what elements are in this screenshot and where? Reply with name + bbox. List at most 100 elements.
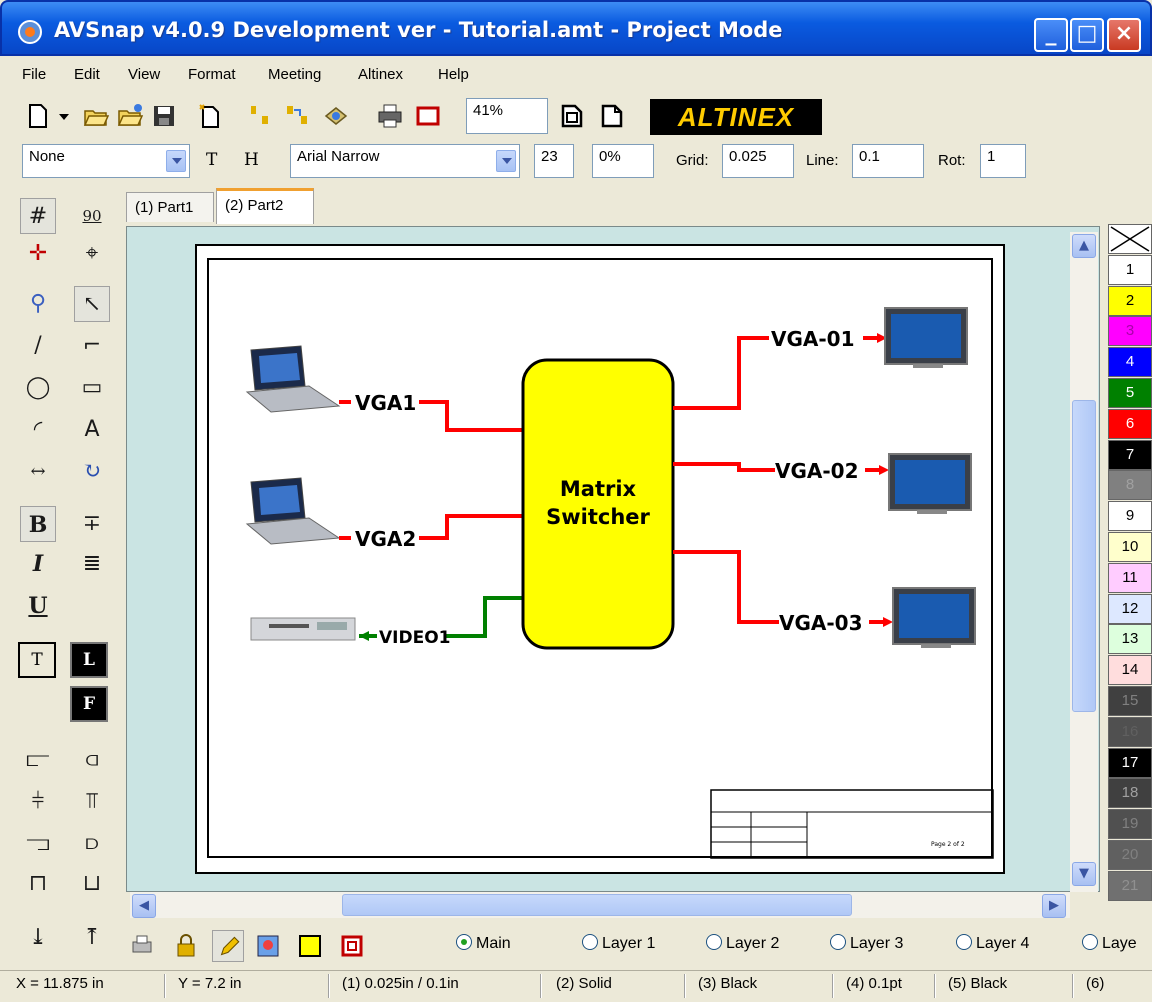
color-swatch-11[interactable]: 11 <box>1108 563 1152 593</box>
distribute-h-icon[interactable]: ⊓ <box>28 871 48 896</box>
color-swatch-17[interactable]: 17 <box>1108 748 1152 778</box>
scroll-up-button[interactable]: ▲ <box>1072 234 1096 258</box>
crosshair-icon[interactable]: ✛ <box>28 241 48 266</box>
horizontal-scroll-thumb[interactable] <box>342 894 852 916</box>
align-top-icon[interactable]: ⫏ <box>85 747 99 772</box>
open-project-icon[interactable] <box>116 102 144 130</box>
color-none-swatch[interactable] <box>1108 224 1152 254</box>
rotate-point-icon[interactable]: ⌖ <box>85 241 99 266</box>
rectangle-tool-icon[interactable]: ▭ <box>81 375 103 400</box>
menu-view[interactable]: View <box>128 66 161 83</box>
color-swatch-6[interactable]: 6 <box>1108 409 1152 439</box>
font-size-field[interactable]: 23 <box>534 144 574 178</box>
connector-tool-icon[interactable]: ⌐ <box>82 333 102 358</box>
rotate-tool-icon[interactable]: ↻ <box>82 459 102 484</box>
tab-part2[interactable]: (2) Part2 <box>216 188 314 224</box>
tab-part1[interactable]: (1) Part1 <box>126 192 214 222</box>
color-swatch-18[interactable]: 18 <box>1108 778 1152 808</box>
text-tool-icon[interactable]: A <box>84 417 100 442</box>
align-icon[interactable]: ≣ <box>82 551 102 576</box>
scroll-down-button[interactable]: ▼ <box>1072 862 1096 886</box>
color-swatch-5[interactable]: 5 <box>1108 378 1152 408</box>
line-tool-icon[interactable]: / <box>34 333 42 358</box>
fill-color-icon[interactable] <box>296 932 324 960</box>
image-icon[interactable] <box>254 932 282 960</box>
page-width-icon[interactable] <box>558 102 586 130</box>
tv-2-icon[interactable] <box>888 453 972 514</box>
maximize-button[interactable]: □ <box>1070 18 1104 52</box>
grid-toggle-icon[interactable]: # <box>20 198 56 234</box>
laptop-2-icon[interactable] <box>245 477 341 545</box>
color-swatch-21[interactable]: 21 <box>1108 871 1152 901</box>
print-icon[interactable] <box>376 102 404 130</box>
new-dropdown-icon[interactable] <box>56 102 72 130</box>
text-color-box[interactable]: T <box>18 642 56 678</box>
text-tool-label[interactable]: T <box>206 150 218 170</box>
layer-5-radio[interactable]: Laye <box>1082 934 1152 953</box>
dimension-tool-icon[interactable]: ↔ <box>30 461 46 482</box>
tv-3-icon[interactable] <box>892 587 976 648</box>
rot-field[interactable]: 1 <box>980 144 1026 178</box>
color-swatch-14[interactable]: 14 <box>1108 655 1152 685</box>
pencil-icon[interactable] <box>212 930 244 962</box>
open-folder-icon[interactable] <box>82 102 110 130</box>
ellipse-tool-icon[interactable]: ◯ <box>25 375 51 400</box>
bring-front-icon[interactable]: ⤒ <box>82 925 102 950</box>
color-swatch-19[interactable]: 19 <box>1108 809 1152 839</box>
color-swatch-20[interactable]: 20 <box>1108 840 1152 870</box>
tv-1-icon[interactable] <box>884 307 968 368</box>
percent-field[interactable]: 0% <box>592 144 654 178</box>
menu-file[interactable]: File <box>22 66 47 83</box>
line-color-box[interactable]: L <box>70 642 108 678</box>
align-right-icon[interactable]: ⫎ <box>26 831 50 856</box>
line-color-icon[interactable] <box>338 932 366 960</box>
cut-icon[interactable] <box>246 102 274 130</box>
style-dropdown-icon[interactable] <box>166 150 186 172</box>
layer-1-radio[interactable]: Layer 1 <box>582 934 655 953</box>
line-field[interactable]: 0.1 <box>852 144 924 178</box>
italic-button[interactable]: I <box>32 551 44 577</box>
color-swatch-2[interactable]: 2 <box>1108 286 1152 316</box>
close-button[interactable]: × <box>1107 18 1141 52</box>
align-center-v-icon[interactable]: ⫪ <box>85 789 99 814</box>
print-preview-icon[interactable] <box>414 102 442 130</box>
color-swatch-4[interactable]: 4 <box>1108 347 1152 377</box>
lock-icon[interactable] <box>172 932 200 960</box>
bold-button[interactable]: B <box>20 506 56 542</box>
menu-help[interactable]: Help <box>438 66 469 83</box>
distribute-v-icon[interactable]: ⊔ <box>82 871 102 896</box>
matrix-switcher-box[interactable] <box>521 358 675 650</box>
new-page-icon[interactable] <box>196 102 224 130</box>
font-dropdown-icon[interactable] <box>496 150 516 172</box>
laptop-1-icon[interactable] <box>245 345 341 413</box>
layer-3-radio[interactable]: Layer 3 <box>830 934 903 953</box>
color-swatch-15[interactable]: 15 <box>1108 686 1152 716</box>
color-swatch-1[interactable]: 1 <box>1108 255 1152 285</box>
align-center-h-icon[interactable]: ⫩ <box>31 789 45 814</box>
angle-snap-icon[interactable]: 90 <box>82 207 102 225</box>
color-swatch-3[interactable]: 3 <box>1108 316 1152 346</box>
menu-edit[interactable]: Edit <box>74 66 100 83</box>
underline-button[interactable]: U <box>28 593 48 619</box>
menu-meeting[interactable]: Meeting <box>268 66 322 83</box>
scroll-right-button[interactable]: ▶ <box>1042 894 1066 918</box>
minimize-button[interactable]: _ <box>1034 18 1068 52</box>
menu-altinex[interactable]: Altinex <box>358 66 404 83</box>
menu-format[interactable]: Format <box>188 66 236 83</box>
color-swatch-16[interactable]: 16 <box>1108 717 1152 747</box>
zoom-field[interactable]: 41% <box>466 98 548 134</box>
full-page-icon[interactable] <box>598 102 626 130</box>
grid-field[interactable]: 0.025 <box>722 144 794 178</box>
color-swatch-9[interactable]: 9 <box>1108 501 1152 531</box>
app-icon[interactable] <box>18 20 42 44</box>
drawing-canvas[interactable]: VGA1 VGA2 VIDEO1 Matrix Switcher VGA-01 … <box>126 226 1100 892</box>
color-swatch-13[interactable]: 13 <box>1108 624 1152 654</box>
color-swatch-10[interactable]: 10 <box>1108 532 1152 562</box>
color-swatch-7[interactable]: 7 <box>1108 440 1152 470</box>
align-bottom-icon[interactable]: ⫐ <box>85 831 99 856</box>
color-swatch-8[interactable]: 8 <box>1108 470 1152 500</box>
arc-tool-icon[interactable]: ◜ <box>33 417 43 442</box>
layer-4-radio[interactable]: Layer 4 <box>956 934 1029 953</box>
copy-icon[interactable] <box>284 102 312 130</box>
layer-main-radio[interactable]: Main <box>456 934 511 953</box>
